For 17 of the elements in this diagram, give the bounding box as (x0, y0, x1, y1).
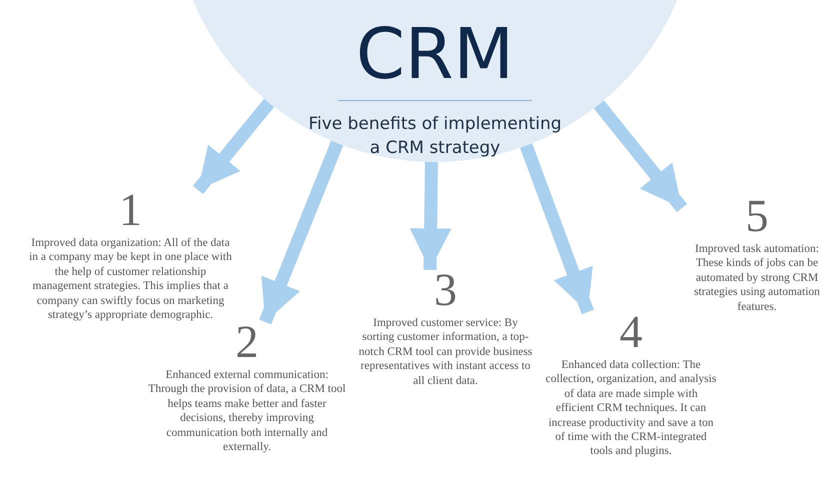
benefit-description: Improved task automation: These kinds of jobs can be automated by strong CRM strategies using automation features. (693, 242, 821, 314)
arrow (410, 162, 452, 270)
arrow (594, 100, 688, 212)
step-number: 5 (744, 196, 770, 236)
benefit-description: Enhanced data collection: The collection, organization, and analysis of data are made simple with efficient CRM techniques. It can increase productivity and save a ton of time with the CRM-integrated tools and plugins. (545, 358, 717, 459)
step-number: 2 (234, 322, 260, 362)
step-number: 1 (118, 190, 143, 230)
benefit-description: Improved data organization: All of the data in a company may be kept in one place with the help of customer relationship management strategies. This implies that a company can swiftly focus on marketing strategy’s appropriate demographic. (28, 236, 233, 322)
benefit-description: Enhanced external communication: Through the provision of data, a CRM tool helps teams make better and faster decisions, thereby improving communication both internally and externally. (147, 368, 347, 454)
step-number: 4 (618, 312, 644, 352)
arrow (520, 143, 594, 314)
arrow (259, 140, 344, 324)
title: CRM (355, 14, 515, 94)
step-number: 3 (433, 270, 458, 310)
arrow (192, 98, 274, 194)
benefit-description: Improved customer service: By sorting customer information, a top-notch CRM tool can provide business representatives with instant access to all client data. (358, 316, 533, 388)
subtitle: Five benefits of implementing a CRM strategy (307, 113, 563, 160)
